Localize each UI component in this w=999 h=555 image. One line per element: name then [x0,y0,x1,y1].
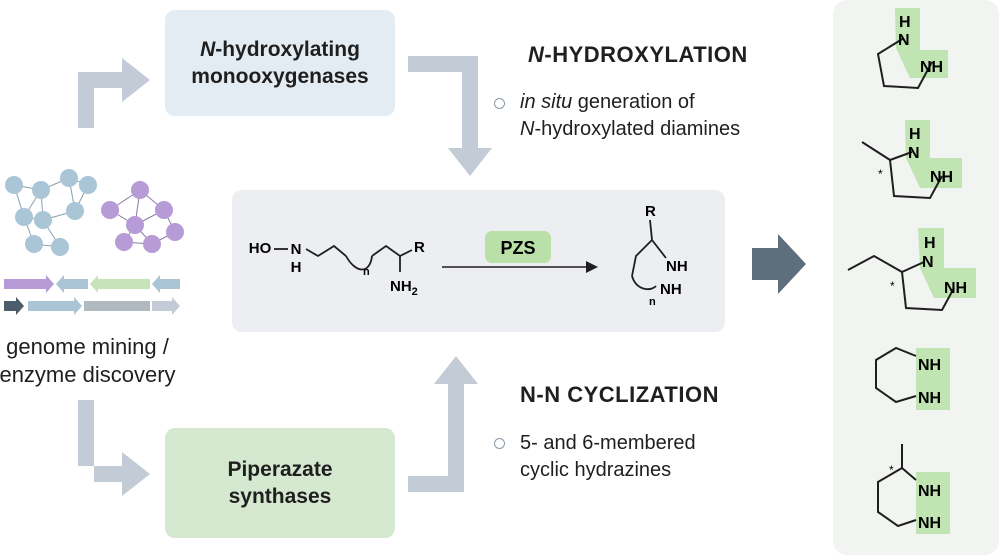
nh-label: N [898,32,910,49]
arrow-to-products [752,234,806,294]
stereo-star: * [889,463,894,477]
piperazate-synthase-box: Piperazate synthases [165,428,395,538]
nh-label: NH [920,59,943,76]
hydroxylation-heading: N-HYDROXYLATION [528,42,748,67]
substrate-n: N [291,241,302,258]
product-methyl-pyrazolidine: * H N NH [861,120,962,200]
stereo-star: * [878,167,883,181]
hydroxylation-bullet: in situ generation of N-hydroxylated dia… [520,91,741,140]
substrate-r: R [414,239,425,256]
nh-label: NH [944,280,967,297]
product-r: R [645,203,656,220]
product-structure: R NH NH n [631,203,688,308]
monooxygenase-box: N-hydroxylating monooxygenases [165,10,395,116]
bullet-icon [494,438,505,449]
product-pyrazolidine: H N NH [876,8,948,90]
nh-label: NH [930,169,953,186]
arrow-down-to-piperazate [78,400,150,496]
reaction-arrowhead [586,261,598,273]
nh-label: NH [918,483,941,500]
product-hexahydropyridazine: NH NH [875,346,950,410]
piperazate-label-line1: Piperazate [227,458,333,481]
monooxygenase-label-line1: N-hydroxylating [200,38,360,61]
stereo-star: * [890,279,895,293]
monooxygenase-label-line2: monooxygenases [191,65,369,88]
arrow-monooxygenase-to-reaction [408,56,492,176]
substrate-structure: HO N H n R NH2 [249,239,425,298]
bullet-icon [494,98,505,109]
nh-label: N [908,145,920,162]
product-methyl-hexahydropyridazine: * NH NH [877,444,950,534]
cyclization-heading: N-N CYCLIZATION [520,382,719,407]
network-blue [5,169,97,256]
genome-mining-caption: genome mining / enzyme discovery [0,334,176,387]
nh-label: N [922,254,934,271]
arrow-up-to-monooxygenase [78,58,150,128]
pzs-label: PZS [500,238,535,258]
pzs-badge [485,231,551,263]
flow-arrows [78,56,492,496]
nh-label: H [924,235,936,252]
nh-label: NH [918,515,941,532]
gene-cluster [4,275,180,315]
nh-label: H [899,14,911,31]
nh-label: H [909,126,921,143]
product-nh-top: NH [666,258,688,275]
cyclization-bullet: 5- and 6-membered cyclic hydrazines [520,432,696,481]
network-purple [101,181,184,253]
product-nh-bottom: NH [660,281,682,298]
product-ethyl-pyrazolidine: * H N NH [847,228,976,312]
substrate-h: H [291,259,302,276]
product-n-subscript: n [649,296,656,308]
substrate-n-subscript: n [363,266,370,278]
reaction-panel [232,190,725,332]
piperazate-label-line2: synthases [228,485,332,508]
substrate-nh2: NH2 [390,278,418,298]
nh-label: NH [918,357,941,374]
substrate-ho: HO [249,240,272,257]
nh-label: NH [918,390,941,407]
arrow-piperazate-to-reaction [408,356,478,492]
